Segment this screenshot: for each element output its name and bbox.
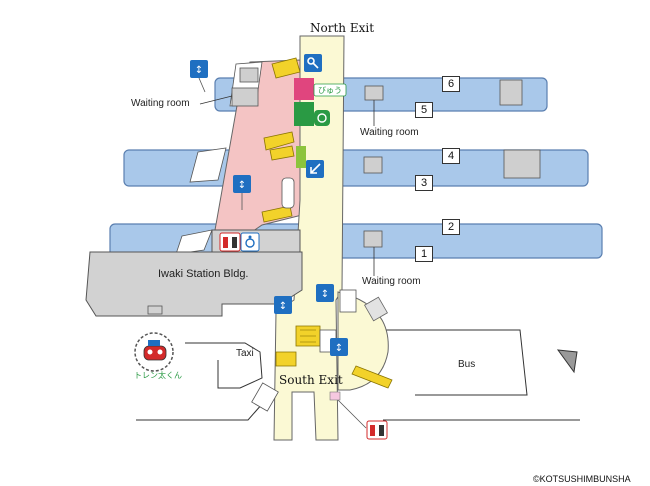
platform-number-1: 1 bbox=[415, 246, 433, 262]
mascot-name: トレン太くん bbox=[134, 371, 182, 380]
platform-number-2: 2 bbox=[442, 219, 460, 235]
iwaki-station-building bbox=[85, 251, 303, 317]
waiting-room-west-label: Waiting room bbox=[131, 98, 190, 109]
locker-key-icon bbox=[304, 54, 322, 72]
platform-number-5: 5 bbox=[415, 102, 433, 118]
waiting-room-west-box bbox=[231, 67, 259, 107]
shop-pink bbox=[294, 78, 314, 100]
taxi-label: Taxi bbox=[236, 348, 254, 359]
ticket-office-icon bbox=[306, 160, 324, 178]
platform-number-6: 6 bbox=[442, 76, 460, 92]
green-window-icon bbox=[314, 110, 330, 126]
svg-text:びゅう: びゅう bbox=[318, 86, 342, 95]
waiting-room-5-6-label: Waiting room bbox=[360, 127, 419, 138]
bus-shelter bbox=[556, 349, 578, 374]
north-exit-label: North Exit bbox=[310, 21, 375, 35]
platform-number-3: 3 bbox=[415, 175, 433, 191]
shop-green bbox=[294, 102, 314, 126]
svg-text:↕: ↕ bbox=[321, 289, 329, 300]
accessible-icon bbox=[240, 232, 260, 252]
south-exit-label: South Exit bbox=[279, 373, 343, 387]
shop-logo: びゅう bbox=[313, 83, 347, 97]
restroom-icon bbox=[219, 232, 241, 252]
restroom-icon-south bbox=[366, 420, 388, 440]
bus-label: Bus bbox=[458, 359, 476, 370]
svg-text:↕: ↕ bbox=[195, 65, 203, 76]
elevator-icon: ↕ ↕ ↕ ↕ ↕ bbox=[190, 60, 348, 356]
waiting-room-south-label: Waiting room bbox=[362, 276, 421, 287]
mascot-icon bbox=[134, 332, 174, 372]
svg-text:↕: ↕ bbox=[279, 301, 287, 312]
svg-text:↕: ↕ bbox=[238, 180, 246, 191]
platform-number-4: 4 bbox=[442, 148, 460, 164]
station-building-label: Iwaki Station Bldg. bbox=[158, 268, 249, 280]
escalator-icon bbox=[261, 57, 393, 389]
stair-tower bbox=[281, 177, 295, 209]
svg-text:↕: ↕ bbox=[335, 343, 343, 354]
shop-lime bbox=[296, 146, 306, 168]
copyright: ©KOTSUSHIMBUNSHA bbox=[533, 474, 631, 484]
